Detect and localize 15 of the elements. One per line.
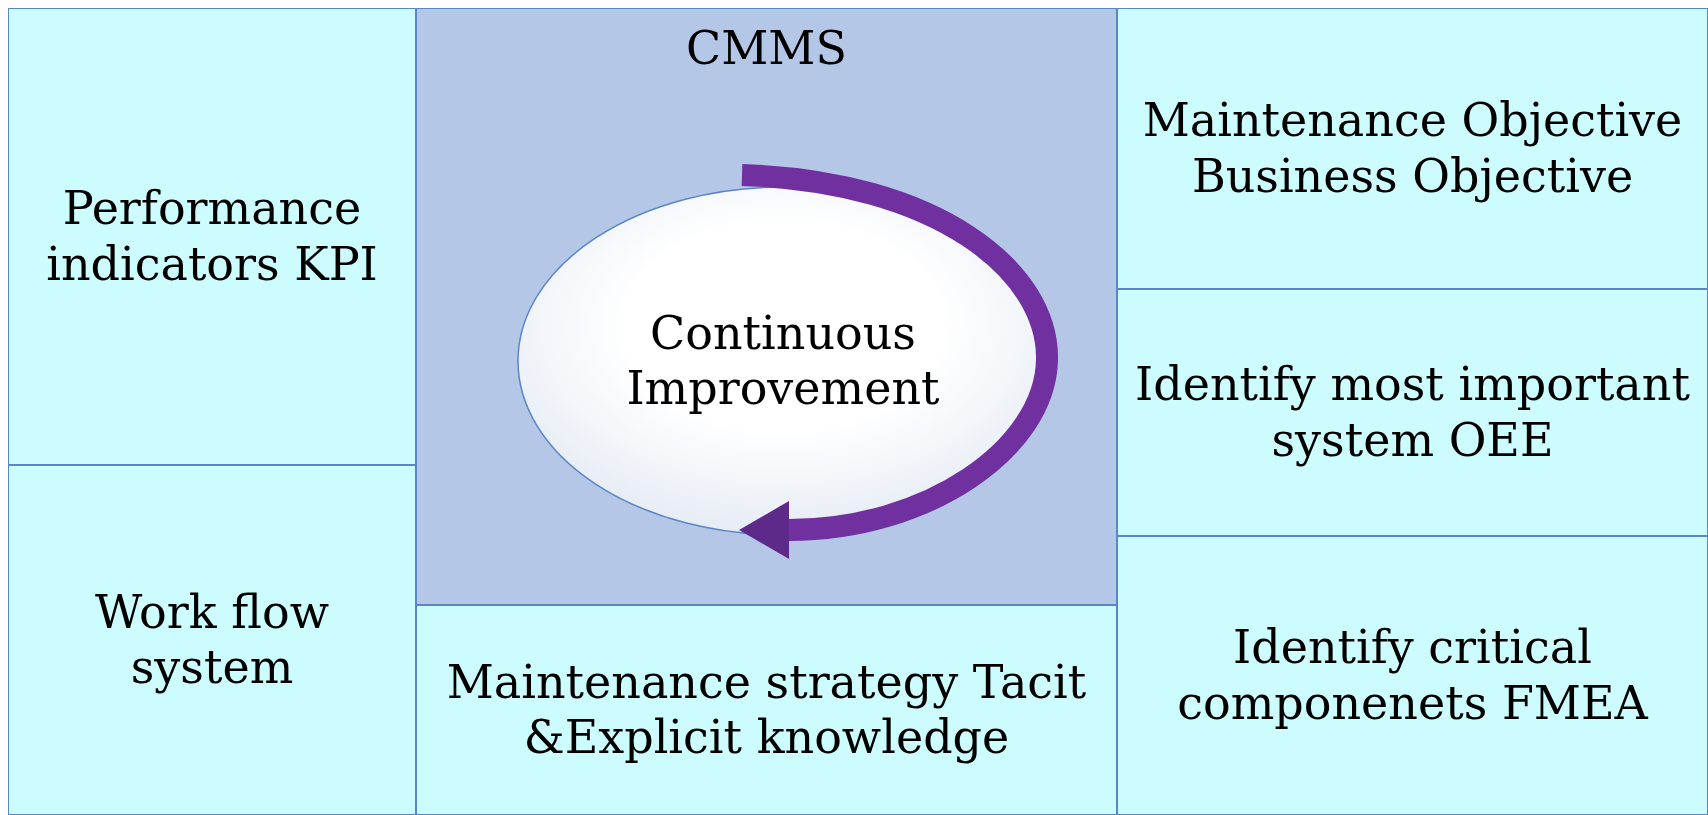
text-box (1117, 289, 1708, 536)
text-box (1117, 8, 1708, 289)
node-label: Performance indicators KPI (45, 181, 379, 292)
node-label: Work flow system (93, 584, 331, 696)
node-label: Identify critical componenets FMEA (1176, 620, 1650, 731)
text-box (8, 465, 416, 815)
node-label: CMMS (685, 21, 848, 77)
node-label: Maintenance strategy Tacit &Explicit knowledge (445, 654, 1088, 766)
text-box (1117, 536, 1708, 815)
node-label: Continuous Improvement (625, 305, 941, 417)
panel-box (416, 8, 1117, 605)
text-box (8, 8, 416, 465)
text-box (416, 605, 1117, 815)
node-label: Identify most important system OEE (1134, 357, 1691, 468)
node-label: Maintenance Objective Business Objective (1141, 93, 1684, 204)
